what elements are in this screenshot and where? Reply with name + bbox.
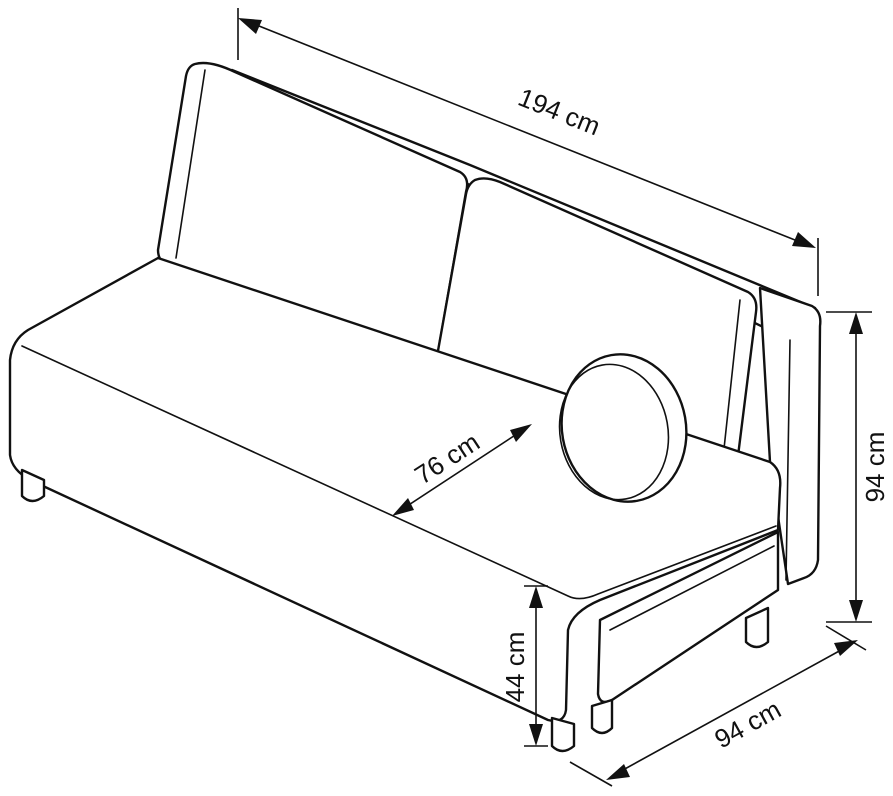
seat-depth-arrow-right — [510, 424, 532, 442]
leg-front-right — [550, 716, 576, 753]
depth-label: 94 cm — [709, 694, 786, 754]
leg-back-right — [744, 606, 770, 649]
height-dimension: 94 cm — [826, 311, 890, 623]
seat-body — [8, 256, 782, 723]
seat-depth-dim-line — [397, 427, 527, 513]
seat-height-arrow-bottom — [529, 724, 543, 746]
round-pillow — [558, 353, 688, 503]
sofa-drawing — [8, 61, 822, 753]
depth-extension-right — [825, 625, 867, 651]
depth-dim-line — [611, 643, 853, 777]
leg-front-left — [20, 468, 46, 503]
seat-height-label: 44 cm — [500, 632, 530, 703]
height-arrow-bottom — [849, 600, 863, 622]
seat-height-dimension: 44 cm — [500, 585, 548, 747]
height-label: 94 cm — [860, 432, 890, 503]
height-arrow-top — [849, 312, 863, 334]
right-armrest — [758, 286, 822, 586]
depth-arrow-right — [834, 640, 858, 656]
seat-depth-arrow-left — [392, 498, 414, 516]
drawer-inner-line — [609, 545, 775, 631]
right-armrest-inner — [785, 339, 791, 581]
leg-mid-right — [590, 698, 614, 735]
seat-top-edge — [21, 345, 777, 600]
width-arrow-left — [238, 18, 262, 34]
seat-height-arrow-top — [529, 586, 543, 608]
width-dim-line — [243, 19, 811, 247]
depth-extension-left — [569, 761, 613, 787]
depth-arrow-left — [606, 764, 630, 780]
left-back-cushion-seam — [175, 69, 206, 259]
width-arrow-right — [792, 232, 816, 248]
sofa-legs — [20, 468, 770, 753]
